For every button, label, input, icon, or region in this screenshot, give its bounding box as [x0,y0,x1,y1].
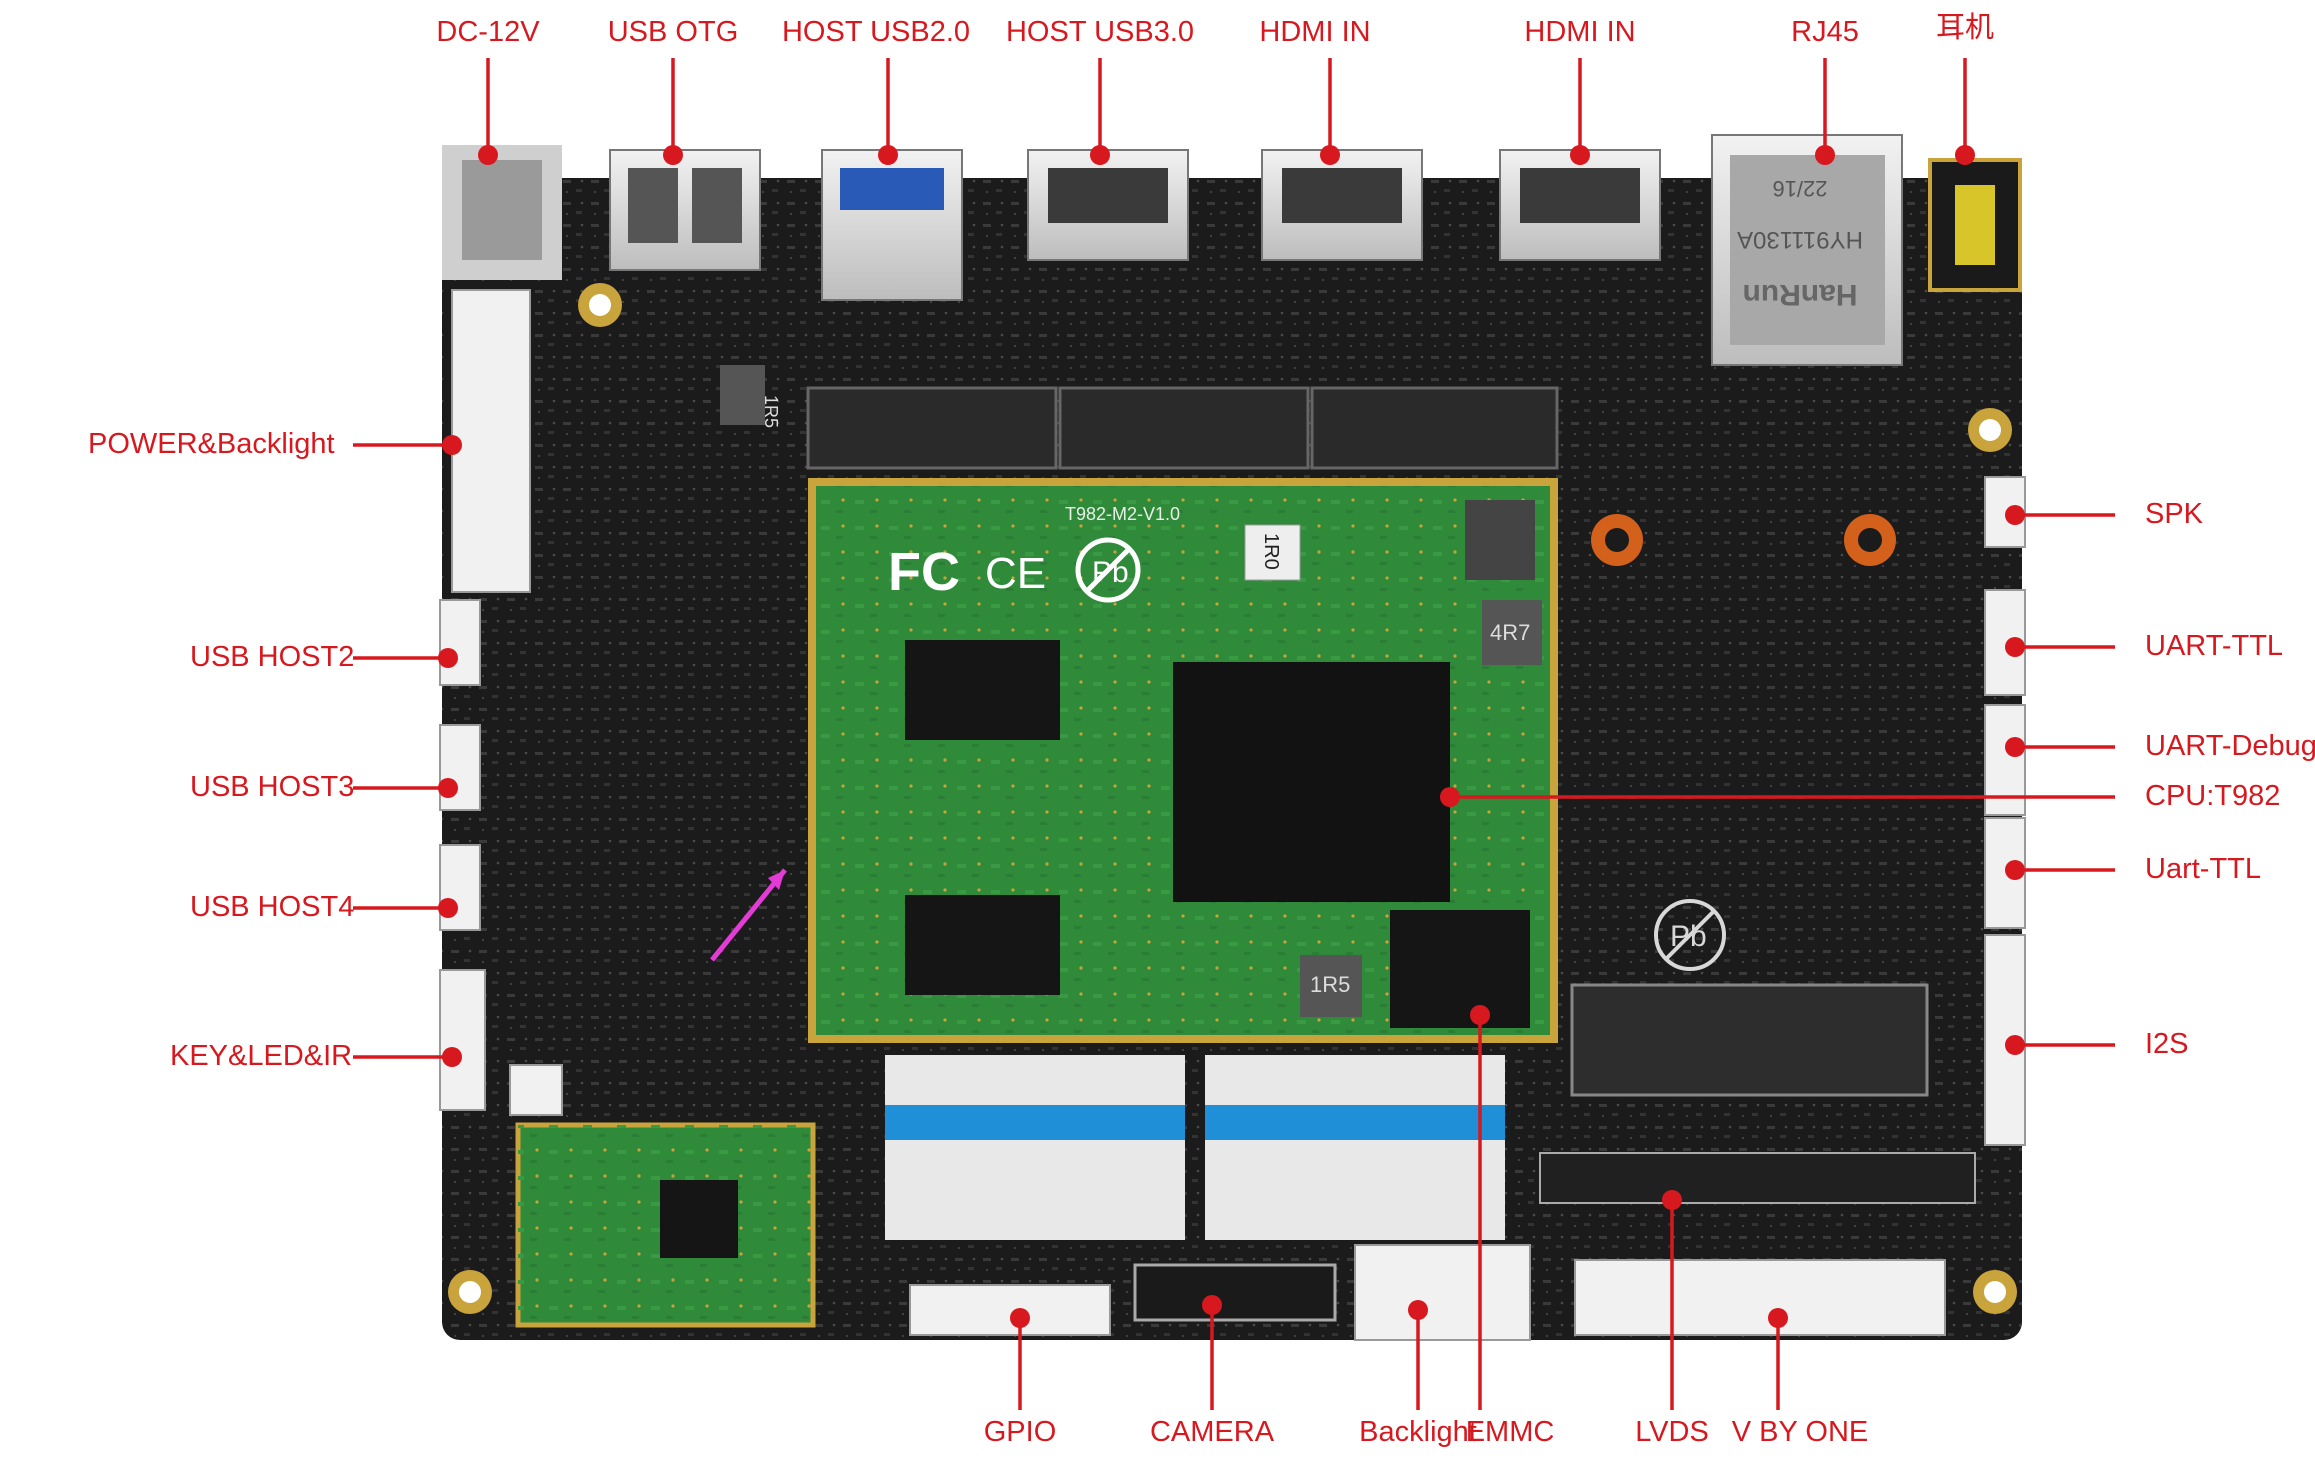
label-uart-ttl: UART-TTL [2145,630,2284,662]
label-usb-host2: USB HOST2 [190,641,355,673]
leader-dot-uart-debug [2005,737,2025,757]
leader-dot-lvds [1662,1190,1682,1210]
core-module: T982-M2-V1.0 FC CE Pb 1R0 4R7 1R5 [808,478,1558,1043]
rj45-top-marking: 22/16 [1772,176,1827,201]
pb-marking-board: Pb [1670,920,1707,953]
pb-marking-module: Pb [1092,556,1129,589]
label-hdmi-in-1: HDMI IN [1259,16,1371,48]
leader-dot-host-usb2 [878,145,898,165]
left-connectors [439,289,563,1116]
pointer-arrow [710,868,787,962]
label-usb-host4: USB HOST4 [190,891,355,923]
ce-marking: CE [985,549,1046,598]
pointer-arrow-head [768,870,785,890]
rj45-part-marking: HY911130A [1737,226,1863,253]
label-i2s: I2S [2145,1028,2189,1060]
mounting-holes [448,283,2017,1314]
label-v-by-one: V BY ONE [1731,1416,1869,1448]
label-emmc: EMMC [1465,1416,1555,1448]
inductor-low-marking: 1R5 [1310,972,1350,997]
label-backlight: Backlight [1359,1416,1477,1448]
wifi-module [515,1122,816,1328]
leader-dot-spk [2005,505,2025,525]
module-name-marking: T982-M2-V1.0 [1065,504,1180,524]
rj45-markings: 22/16 HY911130A HanRun [1737,176,1863,311]
label-host-usb2: HOST USB2.0 [781,16,971,48]
label-dc-12v: DC-12V [436,16,540,48]
fc-marking: FC [888,542,960,602]
label-host-usb3: HOST USB3.0 [1005,16,1195,48]
leader-dot-power-backlight [442,435,462,455]
label-usb-host3: USB HOST3 [190,771,355,803]
leader-dot-usb-host3 [438,778,458,798]
leader-dot-uart-ttl-2 [2005,860,2025,880]
leader-dot-camera [1202,1295,1222,1315]
leader-dot-earphone [1955,145,1975,165]
label-gpio: GPIO [983,1416,1057,1448]
label-cpu: CPU:T982 [2145,780,2281,812]
leader-dot-usb-host4 [438,898,458,918]
inductor-left-marking: 1R5 [761,395,781,428]
label-spk: SPK [2145,498,2204,530]
leader-dot-hdmi-in-1 [1320,145,1340,165]
leader-lines [353,58,2115,1410]
rj45-brand-marking: HanRun [1743,278,1858,311]
label-hdmi-in-2: HDMI IN [1524,16,1636,48]
leader-dot-rj45 [1815,145,1835,165]
label-camera: CAMERA [1149,1416,1275,1448]
inductor-mid-marking: 4R7 [1490,620,1530,645]
leader-dot-gpio [1010,1308,1030,1328]
inductor-top-marking: 1R0 [1260,533,1282,570]
top-connectors [442,134,2022,366]
bottom-connectors [885,1055,1976,1341]
leader-dot-v-by-one [1768,1308,1788,1328]
label-earphone: 耳机 [1935,12,1995,44]
leader-dot-hdmi-in-2 [1570,145,1590,165]
leader-dot-backlight [1408,1300,1428,1320]
leader-dot-usb-otg [663,145,683,165]
pb-free-icon [1075,537,1141,603]
leader-dot-i2s [2005,1035,2025,1055]
label-lvds: LVDS [1635,1416,1709,1448]
label-usb-otg: USB OTG [607,16,739,48]
leader-dot-cpu [1440,787,1460,807]
leader-dot-key-led-ir [442,1047,462,1067]
label-key-led-ir: KEY&LED&IR [170,1040,353,1072]
leader-dot-host-usb3 [1090,145,1110,165]
label-rj45: RJ45 [1791,16,1859,48]
leader-dot-dc-12v [478,145,498,165]
label-uart-debug: UART-Debug [2145,730,2315,762]
leader-dot-uart-ttl [2005,637,2025,657]
module-sockets [806,386,1559,470]
leader-dot-emmc [1470,1005,1490,1025]
label-power-backlight: POWER&Backlight [88,428,335,460]
label-uart-ttl-2: Uart-TTL [2145,853,2261,885]
leader-dot-usb-host2 [438,648,458,668]
